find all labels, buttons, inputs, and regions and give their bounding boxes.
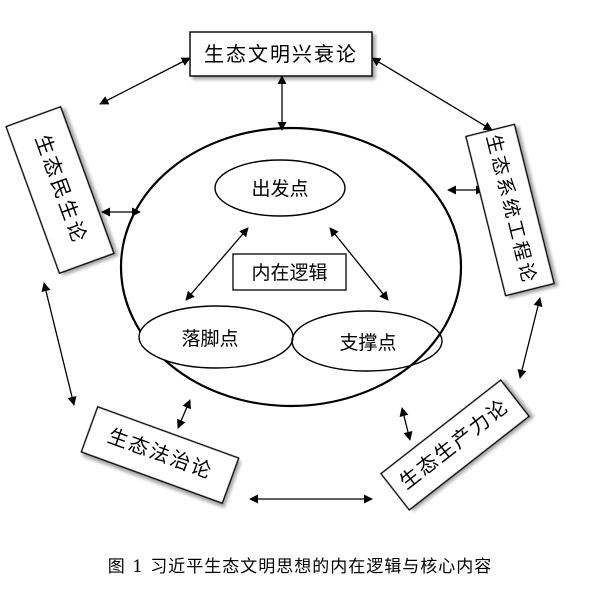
arrow-right-bottomright (517, 297, 543, 379)
box-top (189, 31, 373, 77)
start-point-label: 出发点 (251, 178, 308, 200)
arrow-bottomright-to-core (399, 407, 413, 441)
core-ellipse (119, 126, 463, 408)
box-bottom-right (379, 379, 531, 511)
box-bottom-left (80, 405, 240, 505)
arrow-top-left (99, 57, 191, 105)
support-point-label: 支撑点 (339, 332, 396, 354)
inner-arrows (185, 227, 389, 301)
box-bottom-right-label: 生态生产力论 (395, 394, 514, 494)
box-right (465, 123, 555, 297)
arrow-start-to-support (329, 227, 389, 301)
center-label: 内在逻辑 (251, 262, 327, 284)
start-point-node (214, 159, 346, 217)
arrow-bottomleft-to-core (177, 399, 191, 429)
center-label-box (232, 253, 347, 291)
box-left (5, 105, 115, 275)
ring-arrows (41, 57, 543, 504)
box-top-label: 生态文明兴衰论 (204, 42, 358, 66)
arrow-left-bottomleft (41, 282, 77, 406)
inward-arrows (101, 75, 485, 441)
support-point-node (291, 310, 443, 372)
landing-point-label: 落脚点 (181, 328, 238, 350)
arrow-top-right (371, 57, 493, 131)
arrow-start-to-landing (185, 227, 249, 301)
figure-caption: 图 1 习近平生态文明思想的内在逻辑与核心内容 (107, 557, 493, 577)
